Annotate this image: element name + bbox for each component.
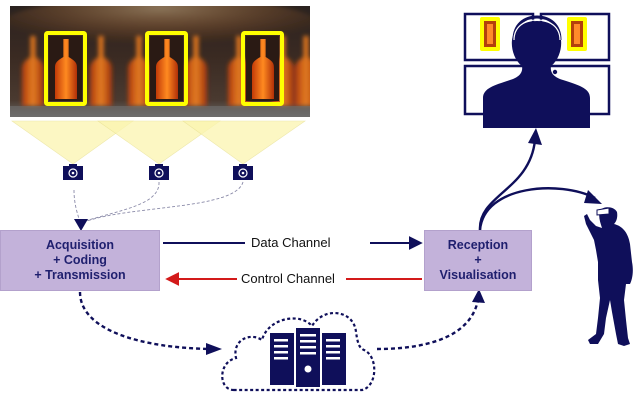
- camera-links: [73, 181, 244, 223]
- camera-link-3: [83, 181, 244, 223]
- vr-user-icon: [584, 207, 633, 346]
- data-channel-label: Data Channel: [247, 235, 335, 250]
- acquisition-line-3: + Transmission: [34, 268, 126, 282]
- vr-user[interactable]: [584, 207, 633, 346]
- to-operator-path: [478, 139, 537, 231]
- monitor-bottle-thumbnail-1: [480, 17, 500, 51]
- camera-view-frustums: [11, 120, 306, 165]
- bottle-highlight-box-3[interactable]: [241, 31, 284, 106]
- camera-links-arrowhead: [74, 219, 88, 231]
- camera-icon: [233, 164, 253, 180]
- background-bottle: [22, 36, 44, 106]
- bottle-highlight-box-1[interactable]: [44, 31, 87, 106]
- monitor-bottle-thumbnail-2: [567, 17, 587, 51]
- camera-icon: [149, 164, 169, 180]
- bottle-highlight-box-2[interactable]: [145, 31, 188, 106]
- download-path: [376, 299, 480, 351]
- highlighted-bottle: [252, 39, 274, 99]
- frustum-2: [97, 120, 221, 165]
- control-channel-label: Control Channel: [237, 271, 339, 286]
- background-bottle: [128, 36, 150, 106]
- reception-box[interactable]: Reception + Visualisation: [424, 230, 532, 291]
- camera-1[interactable]: [63, 164, 83, 180]
- highlighted-bottle: [156, 39, 178, 99]
- frustum-3: [182, 120, 306, 165]
- production-line-image: [10, 6, 310, 117]
- reception-line-1: Reception: [447, 238, 509, 252]
- camera-2[interactable]: [149, 164, 169, 180]
- reception-line-3: Visualisation: [439, 268, 517, 282]
- to-vr-user-arrowhead: [584, 190, 602, 204]
- upload-path: [78, 291, 213, 351]
- server-rack-icon: [270, 328, 346, 387]
- camera-link-1: [73, 189, 81, 223]
- highlighted-bottles: [44, 31, 284, 106]
- highlighted-bottle: [55, 39, 77, 99]
- acquisition-line-2: + Coding: [53, 253, 107, 267]
- cloud-icon: [221, 311, 376, 392]
- background-bottle: [295, 36, 310, 106]
- background-bottle: [90, 36, 112, 106]
- acquisition-line-1: Acquisition: [45, 238, 115, 252]
- to-operator-arrowhead: [528, 128, 542, 145]
- to-vr-user-path: [478, 187, 596, 231]
- background-bottle: [185, 36, 207, 106]
- frustum-1: [11, 120, 134, 165]
- vr-headset-icon: [596, 207, 610, 216]
- reception-line-2: +: [474, 253, 482, 267]
- cloud[interactable]: [221, 311, 376, 392]
- acquisition-box[interactable]: Acquisition + Coding + Transmission: [0, 230, 160, 291]
- operator-station[interactable]: [463, 12, 611, 128]
- upload-path-arrowhead: [206, 343, 222, 355]
- camera-icon: [63, 164, 83, 180]
- download-path-arrowhead: [472, 289, 485, 303]
- operator-with-headset-icon: [483, 15, 590, 128]
- camera-3[interactable]: [233, 164, 253, 180]
- camera-link-2: [81, 181, 160, 223]
